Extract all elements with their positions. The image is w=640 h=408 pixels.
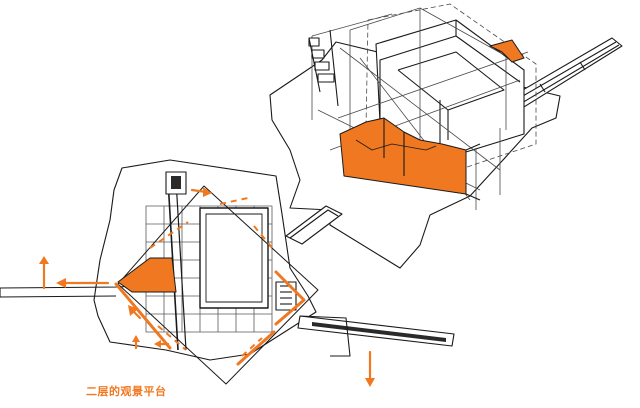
axo-platform-edge bbox=[466, 144, 480, 150]
axo-frame-diag-2 bbox=[340, 48, 500, 170]
plan-circ-2 bbox=[276, 272, 304, 324]
axo-dashed-outline bbox=[366, 4, 536, 172]
plan-viewing-platform bbox=[118, 258, 176, 292]
plan-tower-core bbox=[171, 176, 181, 189]
plan-diagonal-wall-2 bbox=[176, 180, 186, 350]
plan-arrow-w-bottom-icon bbox=[154, 340, 161, 348]
plan-flow-4 bbox=[242, 338, 262, 356]
plan-arrow-east-icon bbox=[203, 187, 212, 197]
plan-ramp-hatch bbox=[312, 322, 446, 342]
plan-view bbox=[0, 160, 454, 387]
plan-flow-3 bbox=[220, 198, 248, 204]
axo-entrance-stub bbox=[286, 206, 342, 244]
plan-arrow-nw-icon bbox=[128, 305, 138, 316]
axo-ramp-tick-1 bbox=[540, 84, 545, 92]
axonometric-view bbox=[270, 4, 622, 268]
axo-stair-step-3 bbox=[315, 62, 329, 70]
axo-stair-step-1 bbox=[309, 38, 319, 46]
axo-stair-step-4 bbox=[318, 74, 334, 82]
plan-flow-1 bbox=[150, 222, 188, 248]
axo-ramp-tick-2 bbox=[580, 62, 585, 70]
axo-entrance-edge bbox=[290, 210, 338, 238]
plan-arrow-west-icon bbox=[56, 278, 66, 288]
plan-circulation bbox=[116, 272, 304, 364]
axo-platform-detail bbox=[356, 140, 436, 150]
axo-inner-court bbox=[398, 52, 504, 110]
axo-stair-step-2 bbox=[312, 50, 324, 58]
plan-arrows bbox=[39, 187, 375, 387]
axo-frame-diag-5 bbox=[338, 52, 528, 118]
plan-circ-1 bbox=[116, 284, 170, 348]
axo-platform-edge-2 bbox=[466, 194, 480, 200]
axo-stair-tower bbox=[309, 30, 338, 106]
plan-flow-arrows bbox=[150, 198, 274, 356]
axo-stair-edge bbox=[309, 38, 320, 92]
axo-frame-top bbox=[350, 8, 506, 130]
plan-arrow-up-left-icon bbox=[39, 256, 49, 264]
caption-viewing-platform: 二层的观景平台 bbox=[86, 385, 167, 398]
plan-flow-2 bbox=[254, 226, 274, 250]
plan-circ-3 bbox=[238, 332, 274, 364]
axo-viewing-platform bbox=[340, 118, 466, 194]
axo-main-volume-inner bbox=[380, 36, 520, 122]
plan-arrow-down-icon bbox=[365, 378, 375, 387]
plan-ramp-extension bbox=[300, 316, 350, 356]
plan-arrow-up-bottom-icon bbox=[132, 335, 140, 342]
plan-main-building bbox=[200, 208, 268, 308]
plan-road-bottom bbox=[0, 296, 116, 297]
axo-stair-wall bbox=[330, 30, 338, 106]
plan-rotated-square bbox=[118, 186, 318, 384]
axo-roof-element bbox=[490, 40, 524, 62]
